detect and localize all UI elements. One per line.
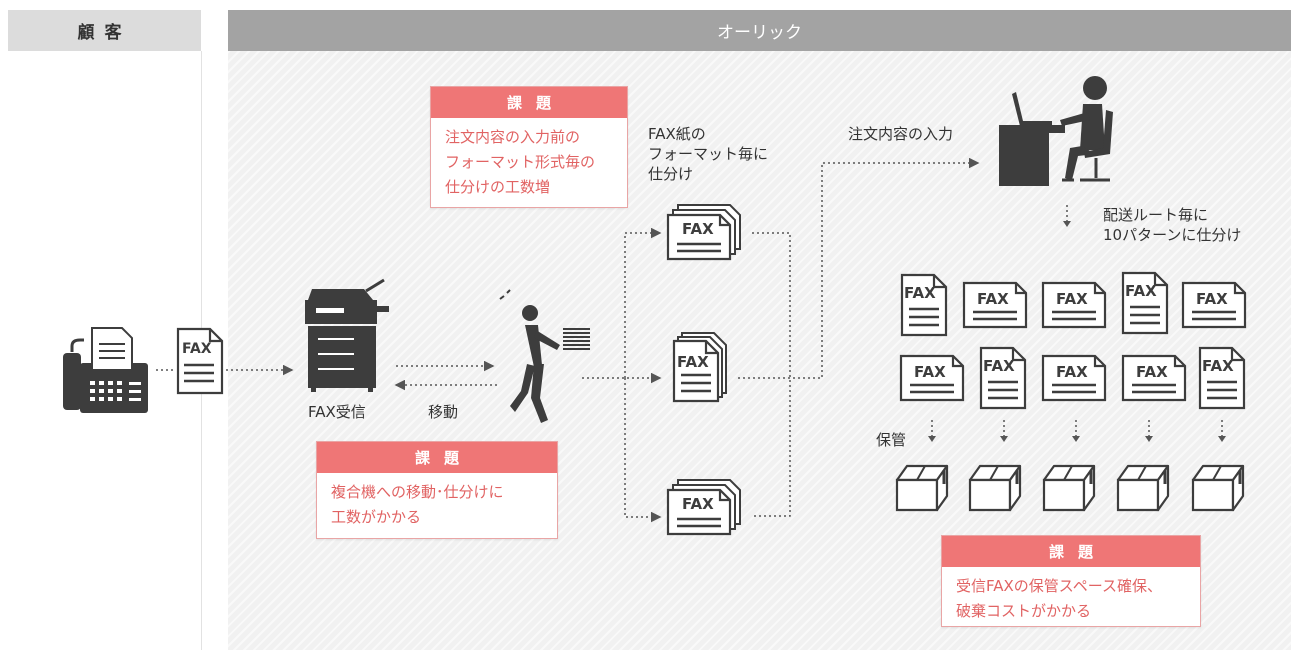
multifunction-printer-icon [305,278,389,392]
walking-person-icon [499,289,590,423]
fax-document-icon: FAX [1121,354,1187,402]
svg-text:FAX: FAX [677,353,709,371]
fax-document-icon: FAX [1121,271,1169,335]
storage-arrows [927,419,1227,443]
sort-by-format-label: FAX紙の フォーマット毎に 仕分け [648,125,769,183]
fax-stack-icon: FAX [668,205,740,259]
svg-text:FAX: FAX [682,220,714,238]
fax-stack-icon: FAX [668,480,740,534]
svg-text:FAX: FAX [1056,363,1088,381]
olic-area [228,51,1291,650]
fax-doc-label: FAX [182,341,212,357]
customer-header-label: 顧客 [77,23,132,43]
fax-document-icon: FAX [899,354,965,402]
issue-box-storage: 課題 受信FAXの保管スペース確保、 破棄コストがかかる [941,535,1201,627]
order-input-label: 注文内容の入力 [848,125,954,143]
storage-box-icon [895,464,949,512]
storage-box-row [895,464,1245,512]
storage-box-icon [968,464,1022,512]
svg-text:FAX: FAX [1136,363,1168,381]
issue-body: 複合機への移動･仕分けに 工数がかかる [331,483,504,526]
customer-header: 顧客 [8,10,201,51]
fax-document-icon: FAX [1041,354,1107,402]
svg-text:FAX: FAX [914,363,946,381]
move-label: 移動 [428,403,459,421]
sort-by-route-label: 配送ルート毎に 10パターンに仕分け [1103,206,1242,244]
fax-document-icon: FAX [1181,281,1247,329]
svg-text:FAX: FAX [1202,357,1234,375]
issue-box-moving: 課題 複合機への移動･仕分けに 工数がかかる [316,441,558,539]
storage-box-icon [1191,464,1245,512]
olic-header-label: オーリック [717,23,802,43]
fax-document-icon: FAX [176,327,224,395]
storage-label: 保管 [876,431,907,449]
fax-document-icon: FAX [1041,281,1107,329]
svg-text:FAX: FAX [1056,290,1088,308]
issue-title: 課題 [431,87,627,118]
fax-document-icon: FAX [962,281,1028,329]
fax-machine-icon [63,327,148,413]
svg-text:FAX: FAX [682,495,714,513]
olic-header: オーリック [228,10,1291,51]
fax-document-icon: FAX [1198,346,1246,410]
svg-text:FAX: FAX [983,357,1015,375]
fax-receive-label: FAX受信 [308,403,366,421]
issue-body: 注文内容の入力前の フォーマット形式毎の 仕分けの工数増 [445,128,596,196]
storage-box-icon [1042,464,1096,512]
sorted-fax-grid: FAX FAX FAX FAX FAX FAX FAX FAX FAX FAX [899,271,1247,410]
svg-text:FAX: FAX [904,284,936,302]
desk-worker-icon [999,76,1113,186]
storage-box-icon [1116,464,1170,512]
issue-box-sorting: 課題 注文内容の入力前の フォーマット形式毎の 仕分けの工数増 [430,86,628,208]
fax-stack-icon: FAX [674,333,726,401]
issue-body: 受信FAXの保管スペース確保、 破棄コストがかかる [956,577,1162,620]
sort-arrows [582,157,980,523]
svg-text:FAX: FAX [1125,282,1157,300]
issue-title: 課題 [942,536,1200,567]
svg-text:FAX: FAX [1196,290,1228,308]
svg-text:FAX: FAX [977,290,1009,308]
fax-document-icon: FAX [979,346,1027,410]
issue-title: 課題 [317,442,557,473]
fax-document-icon: FAX [900,273,948,337]
